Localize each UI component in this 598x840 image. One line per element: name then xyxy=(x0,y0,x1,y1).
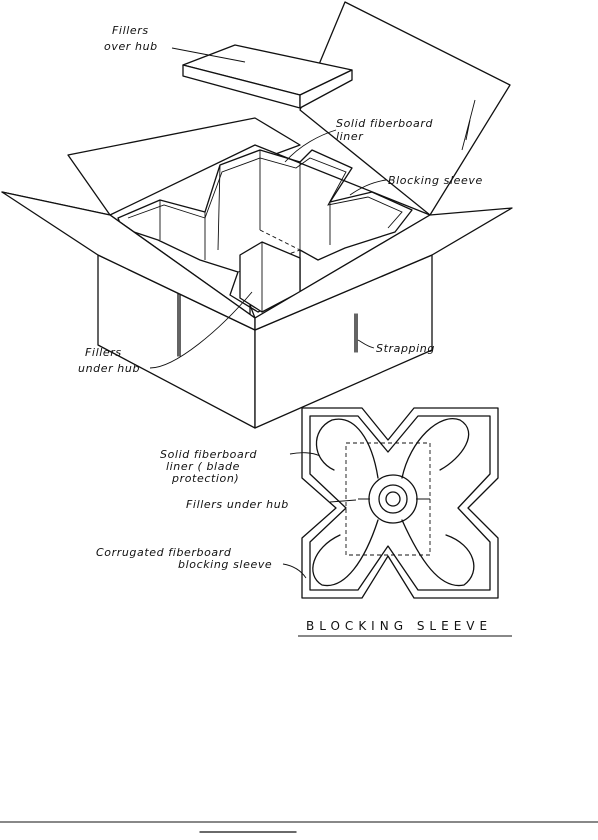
label-strapping: Strapping xyxy=(376,342,435,355)
blocking-sleeve-plan xyxy=(301,407,499,599)
label-fillers-under-2: under hub xyxy=(78,362,140,375)
blade-lower-right xyxy=(401,519,475,587)
label-blade-liner-2: liner ( blade xyxy=(166,460,240,473)
label-blade-liner-3: protection) xyxy=(171,472,239,485)
blade-lower-left xyxy=(312,519,379,587)
label-fillers-over-hub-2: over hub xyxy=(104,40,158,53)
blade-upper-right xyxy=(401,418,470,479)
label-blade-liner-1: Solid fiberboard xyxy=(160,448,257,461)
shipping-box xyxy=(1,1,513,429)
label-blocking-sleeve: Blocking sleeve xyxy=(388,174,483,187)
callouts: Fillers over hub Solid fiberboard liner … xyxy=(78,24,512,637)
label-fillers-under-hub-plan: Fillers under hub xyxy=(186,498,289,511)
label-fillers-over-hub-1: Fillers xyxy=(112,24,149,37)
label-fillers-under-1: Fillers xyxy=(85,346,122,359)
blocking-sleeve-title: BLOCKING SLEEVE xyxy=(306,619,492,633)
label-corrugated-2: blocking sleeve xyxy=(178,558,272,571)
label-solid-liner-2: liner xyxy=(336,130,364,143)
label-solid-liner-1: Solid fiberboard xyxy=(336,117,433,130)
label-corrugated-1: Corrugated fiberboard xyxy=(96,546,232,559)
